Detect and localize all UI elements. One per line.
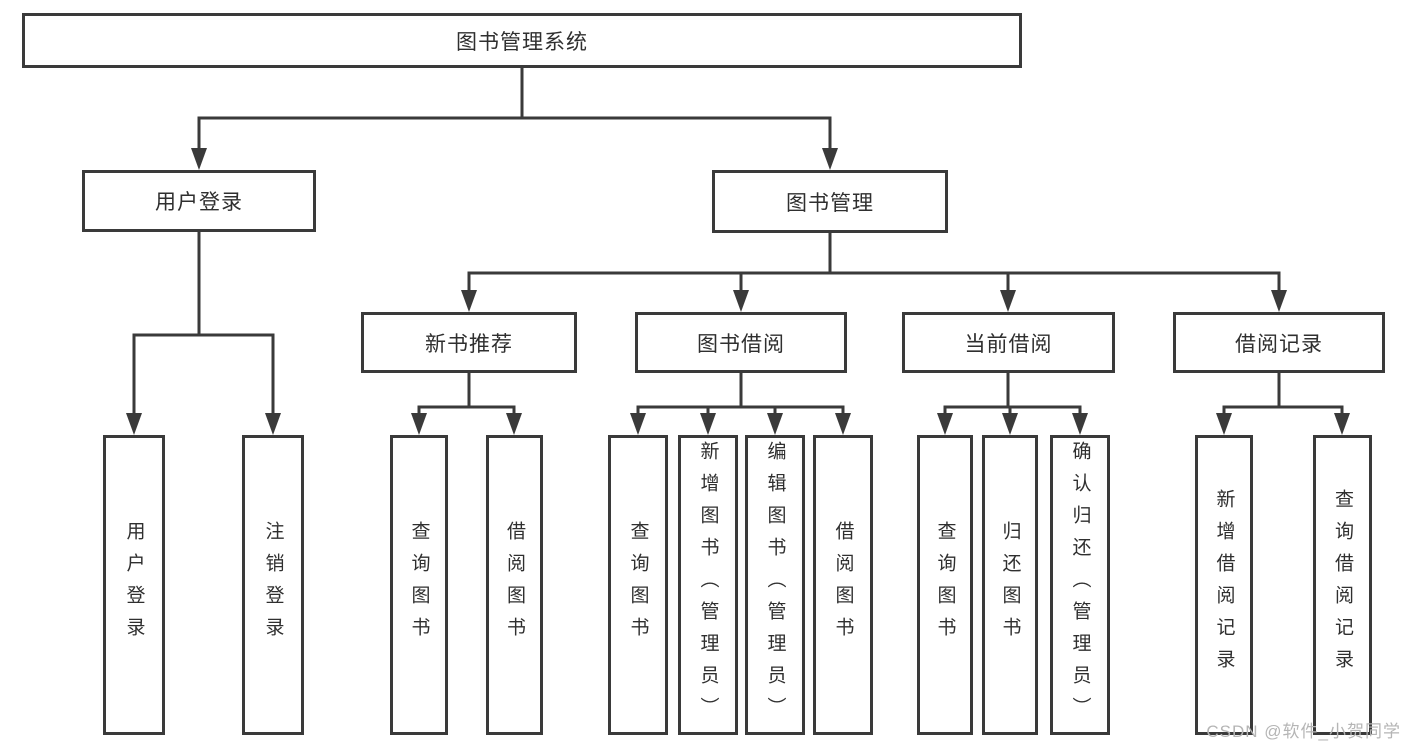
leaf-query-books-recommend: 查询图书 xyxy=(390,435,448,735)
leaf-query-books-current: 查询图书 xyxy=(917,435,973,735)
leaf-return-book: 归还图书 xyxy=(982,435,1038,735)
leaf-confirm-return-admin: 确认归还（管理员） xyxy=(1050,435,1110,735)
leaf-logout: 注销登录 xyxy=(242,435,304,735)
leaf-add-borrow-record: 新增借阅记录 xyxy=(1195,435,1253,735)
watermark-text: CSDN @软件_小贺同学 xyxy=(1206,722,1401,741)
node-book-borrow: 图书借阅 xyxy=(635,312,847,373)
node-current-borrow: 当前借阅 xyxy=(902,312,1115,373)
leaf-add-book-admin: 新增图书（管理员） xyxy=(678,435,738,735)
node-library-management-system: 图书管理系统 xyxy=(22,13,1022,68)
leaf-borrow-books: 借阅图书 xyxy=(813,435,873,735)
node-borrow-records: 借阅记录 xyxy=(1173,312,1385,373)
leaf-user-login: 用户登录 xyxy=(103,435,165,735)
leaf-edit-book-admin: 编辑图书（管理员） xyxy=(745,435,805,735)
node-book-management: 图书管理 xyxy=(712,170,948,233)
leaf-borrow-books-recommend: 借阅图书 xyxy=(486,435,543,735)
node-user-login: 用户登录 xyxy=(82,170,316,232)
node-new-book-recommend: 新书推荐 xyxy=(361,312,577,373)
leaf-query-borrow-record: 查询借阅记录 xyxy=(1313,435,1372,735)
leaf-query-books-borrow: 查询图书 xyxy=(608,435,668,735)
